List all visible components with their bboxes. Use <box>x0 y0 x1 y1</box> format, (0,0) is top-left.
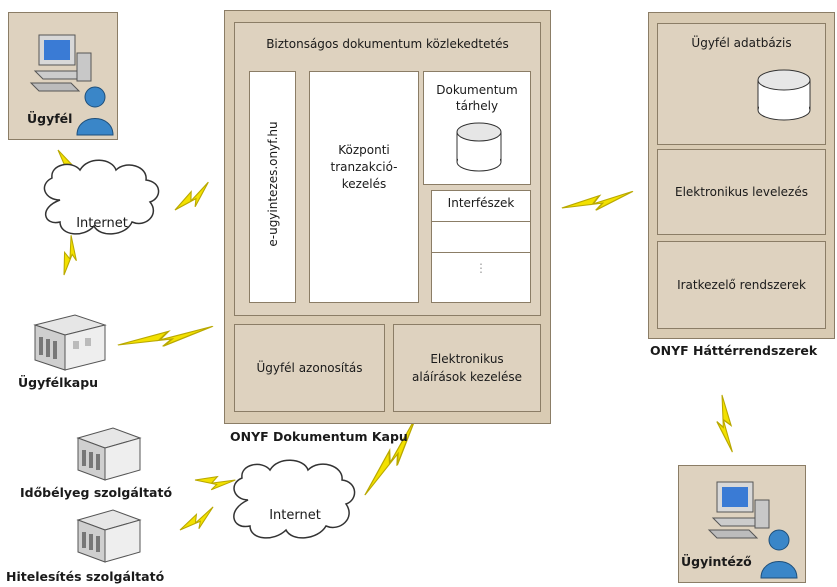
docmgmt-box: Iratkezelő rendszerek <box>657 241 826 329</box>
esign-label: Elektronikus aláírások kezelése <box>412 352 522 384</box>
interfaces-box: Interfészek ⋮ <box>431 190 531 303</box>
ugyfelkapu-building-icon <box>33 314 107 371</box>
secure-transport-panel: Biztonságos dokumentum közlekedtetés e-u… <box>234 22 541 316</box>
storage-database-icon <box>456 122 502 172</box>
lightning-cert-internet <box>175 506 219 536</box>
timestamp-building-icon <box>76 427 142 481</box>
admin-label: Ügyintéző <box>681 554 752 569</box>
interfaces-more: ⋮ <box>475 261 487 275</box>
internet-cloud-top <box>43 159 160 235</box>
gateway-outer-box: Biztonságos dokumentum közlekedtetés e-u… <box>224 10 551 424</box>
domain-label: e-ugyintezes.onyf.hu <box>266 121 280 247</box>
email-box: Elektronikus levelezés <box>657 149 826 235</box>
internet-bottom-label: Internet <box>269 508 321 523</box>
client-box: Ügyfél <box>8 12 118 140</box>
client-auth-box: Ügyfél azonosítás <box>234 324 385 412</box>
client-db-label: Ügyfél adatbázis <box>691 36 792 50</box>
interfaces-label: Interfészek <box>447 196 515 210</box>
domain-box: e-ugyintezes.onyf.hu <box>249 71 296 303</box>
ugyfelkapu-label: Ügyfélkapu <box>18 375 99 390</box>
internet-top-label: Internet <box>76 216 128 231</box>
backend-outer-box: Ügyfél adatbázis Elektronikus levelezés … <box>648 12 835 339</box>
document-storage-box: Dokumentum tárhely <box>423 71 531 185</box>
interfaces-divider-1 <box>432 221 530 222</box>
central-transaction-label: Központi tranzakció-kezelés <box>330 143 398 191</box>
central-transaction-box: Központi tranzakció-kezelés <box>309 71 419 303</box>
esign-box: Elektronikus aláírások kezelése <box>393 324 541 412</box>
timestamp-provider-label: Időbélyeg szolgáltató <box>20 485 173 500</box>
client-label: Ügyfél <box>27 111 73 126</box>
admin-person-icon <box>760 529 798 579</box>
lightning-backend-admin <box>716 394 734 453</box>
client-db-icon <box>757 69 811 121</box>
backend-caption: ONYF Háttérrendszerek <box>650 343 818 358</box>
client-db-box: Ügyfél adatbázis <box>657 23 826 145</box>
lightning-internet-gateway <box>169 181 216 216</box>
admin-box: Ügyintéző <box>678 465 806 583</box>
cert-provider-label: Hitelesítés szolgáltató <box>6 569 165 584</box>
cert-building-icon <box>76 509 142 563</box>
secure-transport-title: Biztonságos dokumentum közlekedtetés <box>266 37 509 51</box>
docmgmt-label: Iratkezelő rendszerek <box>677 278 806 292</box>
computer-icon <box>29 34 92 92</box>
admin-computer-icon <box>707 481 770 539</box>
lightning-gateway-backend <box>560 190 636 215</box>
client-auth-label: Ügyfél azonosítás <box>256 361 363 375</box>
internet-cloud-bottom <box>233 459 356 539</box>
lightning-timestamp-internet <box>193 469 236 496</box>
lightning-internet-ugyfelkapu <box>54 234 86 278</box>
document-storage-label: Dokumentum tárhely <box>436 83 518 113</box>
gateway-caption: ONYF Dokumentum Kapu <box>230 429 408 444</box>
person-icon <box>76 86 114 136</box>
lightning-ugyfelkapu-gateway <box>115 324 216 352</box>
email-label: Elektronikus levelezés <box>674 185 808 199</box>
interfaces-divider-2 <box>432 252 530 253</box>
